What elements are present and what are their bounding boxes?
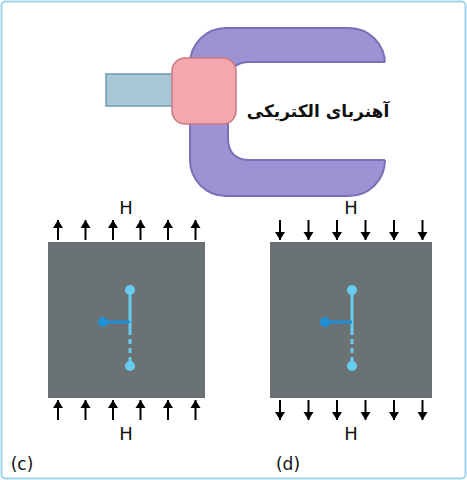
field-arrow-head	[389, 412, 399, 420]
sample-d	[270, 242, 432, 398]
field-arrow-head	[163, 220, 173, 228]
field-label-text: H	[344, 197, 358, 218]
field-arrow-head	[191, 220, 201, 228]
panel-label-text: (c)	[11, 454, 34, 474]
field-arrow-head	[53, 400, 63, 408]
magnet-gap	[228, 62, 392, 160]
node-dot	[347, 285, 357, 295]
field-arrow-head	[275, 412, 285, 420]
field-arrow-head	[332, 232, 342, 240]
panel-label: (d)	[276, 455, 300, 474]
field-arrow-head	[361, 232, 371, 240]
magnet-label-text: آهنربای الکتریکی	[247, 101, 389, 121]
node-dot	[347, 361, 357, 371]
electromagnet	[106, 28, 392, 196]
field-arrow-head	[191, 400, 201, 408]
sample-square	[48, 242, 205, 398]
field-label: H	[344, 198, 358, 218]
node-dot	[125, 285, 135, 295]
field-arrow-head	[81, 400, 91, 408]
field-arrow-head	[81, 220, 91, 228]
node-dot	[98, 317, 108, 327]
dislocation-line	[351, 290, 354, 330]
field-label-text: H	[119, 423, 133, 444]
field-label: H	[344, 424, 358, 444]
field-label-text: H	[344, 423, 358, 444]
field-arrows	[53, 220, 428, 420]
field-arrow-head	[304, 232, 314, 240]
field-arrow-head	[389, 232, 399, 240]
magnet-label: آهنربای الکتریکی	[247, 102, 389, 121]
panel-label-text: (d)	[276, 454, 300, 474]
dislocation-dashed	[351, 330, 354, 365]
panel-label: (c)	[11, 455, 34, 474]
field-arrow-head	[332, 412, 342, 420]
node-dot	[125, 361, 135, 371]
node-dot	[320, 317, 330, 327]
field-arrow-head	[53, 220, 63, 228]
dislocation-dashed	[129, 330, 132, 365]
dislocation-line	[129, 290, 132, 330]
field-label: H	[119, 424, 133, 444]
field-arrow-head	[108, 400, 118, 408]
field-arrow-head	[108, 220, 118, 228]
sample-c	[48, 242, 205, 398]
field-arrow-head	[163, 400, 173, 408]
field-arrow-head	[361, 412, 371, 420]
field-label-text: H	[119, 197, 133, 218]
field-arrow-head	[275, 232, 285, 240]
field-arrow-head	[136, 220, 146, 228]
field-arrow-head	[418, 232, 428, 240]
field-label: H	[119, 198, 133, 218]
sample-square	[270, 242, 432, 398]
field-arrow-head	[136, 400, 146, 408]
magnet-rod	[106, 74, 178, 106]
field-arrow-head	[304, 412, 314, 420]
field-arrow-head	[418, 412, 428, 420]
magnet-coil	[172, 58, 236, 124]
